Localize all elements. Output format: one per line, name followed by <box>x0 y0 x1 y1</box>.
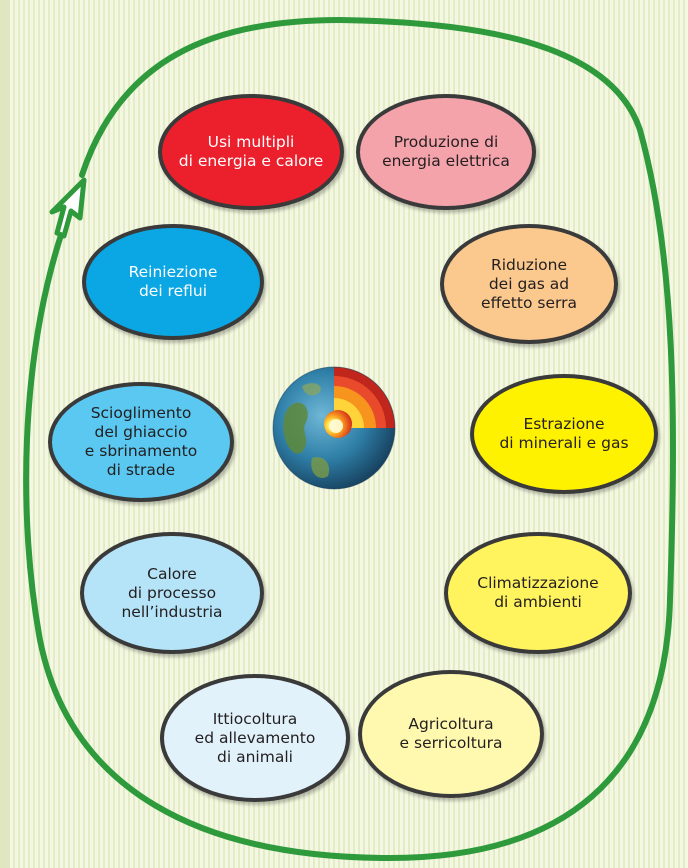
arrowhead-icon <box>49 177 87 239</box>
node-label: Climatizzazione di ambienti <box>477 574 599 611</box>
node-reiniezione: Reiniezione dei reflui <box>82 224 264 340</box>
node-estrazione: Estrazione di minerali e gas <box>470 374 658 494</box>
left-border-strip <box>0 0 10 868</box>
node-label: Riduzione dei gas ad effetto serra <box>481 255 577 312</box>
node-riduzione-gas: Riduzione dei gas ad effetto serra <box>440 224 618 344</box>
node-scioglimento: Scioglimento del ghiaccio e sbrinamento … <box>48 382 234 502</box>
node-label: Agricoltura e serricoltura <box>399 715 503 752</box>
node-agricoltura: Agricoltura e serricoltura <box>358 670 544 798</box>
earth-cross-section-icon <box>272 366 396 490</box>
node-climatizzazione: Climatizzazione di ambienti <box>444 532 632 654</box>
node-label: Produzione di energia elettrica <box>382 133 510 170</box>
loop-path <box>23 16 676 862</box>
node-label: Scioglimento del ghiaccio e sbrinamento … <box>84 404 198 479</box>
node-label: Calore di processo nell’industria <box>121 564 223 621</box>
node-usi-multipli: Usi multipli di energia e calore <box>158 94 344 210</box>
node-label: Usi multipli di energia e calore <box>178 133 324 170</box>
node-produzione-energia: Produzione di energia elettrica <box>356 94 536 210</box>
node-calore-processo: Calore di processo nell’industria <box>80 532 264 654</box>
node-label: Reiniezione dei reflui <box>128 263 218 300</box>
node-label: Estrazione di minerali e gas <box>499 415 629 452</box>
node-label: Ittiocoltura ed allevamento di animali <box>194 709 316 766</box>
node-ittiocoltura: Ittiocoltura ed allevamento di animali <box>160 674 350 802</box>
